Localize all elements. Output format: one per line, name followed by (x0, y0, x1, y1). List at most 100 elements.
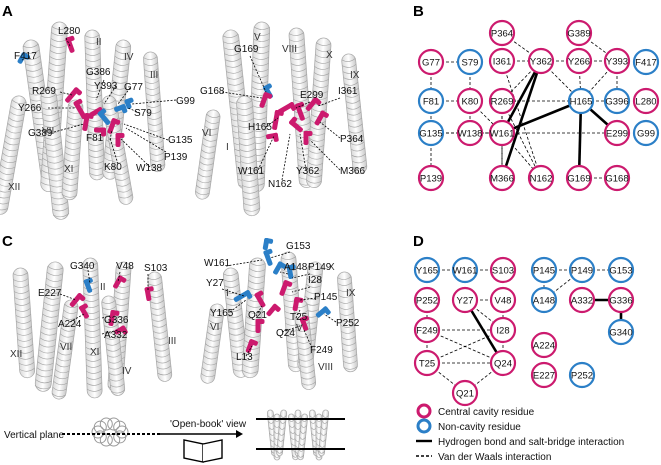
legend-central-label: Central cavity residue (438, 407, 535, 418)
residue-node-a332: A332 (568, 286, 596, 314)
residue-stick (97, 108, 111, 125)
residue-node-e227: E227 (530, 361, 558, 389)
res-label: S103 (144, 263, 168, 274)
helix-ring (99, 417, 113, 431)
res-label: P252 (336, 318, 360, 329)
helix-cartoon (341, 53, 368, 174)
node-label: M366 (490, 173, 514, 184)
label-leader (101, 329, 119, 335)
label-leader (101, 315, 111, 319)
panel-c-left-structure (12, 257, 173, 400)
res-label: L280 (58, 26, 81, 37)
label-leader (87, 269, 91, 285)
panel-c-right-structure (200, 237, 358, 390)
residue-node-g168: G168 (603, 164, 631, 192)
label-leader (317, 97, 341, 107)
label-leader (299, 133, 307, 171)
label-leader (309, 139, 341, 171)
helix-label: V (254, 32, 261, 43)
res-label: Q24 (276, 328, 295, 339)
open-book-view-label: 'Open-book' view (170, 419, 247, 430)
residue-node-y362: Y362 (527, 47, 555, 75)
central-cavity-swatch (416, 403, 432, 419)
helix-ring (99, 433, 113, 447)
label-leader (291, 273, 311, 279)
hbond-edge (500, 60, 543, 179)
label-leader (281, 325, 301, 333)
helix-ring (107, 417, 121, 431)
res-label: G168 (200, 86, 225, 97)
helix-cartoon (147, 271, 173, 382)
residue-node-a224: A224 (530, 331, 558, 359)
node-label: W161 (453, 265, 478, 276)
node-label: N162 (530, 173, 553, 184)
non-cavity-swatch (416, 418, 432, 434)
residue-node-n162: N162 (527, 164, 555, 192)
node-label: P139 (420, 173, 442, 184)
residue-node-p252: P252 (568, 361, 596, 389)
node-label: G336 (609, 295, 632, 306)
panel-label-c: C (2, 233, 13, 250)
res-label: I28 (308, 275, 322, 286)
node-label: G135 (419, 128, 442, 139)
residue-node-y165: Y165 (413, 256, 441, 284)
res-label: W138 (136, 163, 163, 174)
residue-node-s103: S103 (489, 256, 517, 284)
res-label: P364 (340, 134, 364, 145)
label-leader (291, 286, 311, 293)
node-label: G340 (609, 327, 632, 338)
residue-stick (245, 339, 258, 353)
helix-label: III (168, 336, 176, 347)
res-label: M366 (340, 166, 365, 177)
hbond-edge (500, 60, 543, 134)
node-label: E227 (533, 370, 555, 381)
node-label: Y266 (568, 56, 590, 67)
panel-c-residue-labels: G340 V48 S103 E227 G336 A224 A332 G153 W… (38, 241, 360, 363)
vdw-edge (426, 329, 504, 364)
label-leader (65, 37, 71, 47)
res-label: F249 (310, 345, 333, 356)
label-leader (103, 85, 117, 105)
vdw-edge (501, 100, 542, 179)
helix-label: IX (350, 70, 360, 81)
label-leader (245, 345, 253, 357)
residue-node-l280: L280 (632, 87, 660, 115)
helix-label: XI (64, 164, 73, 175)
legend-vdw-label: Van der Waals interaction (438, 452, 551, 463)
helix-label: I (226, 288, 229, 299)
label-leader (131, 99, 177, 105)
residue-node-y266: Y266 (565, 47, 593, 75)
label-leader (221, 288, 245, 297)
panel-label-d: D (413, 233, 424, 250)
residue-stick (115, 133, 125, 147)
label-leader (255, 305, 263, 317)
residue-stick (272, 110, 284, 130)
node-label: Q21 (456, 388, 474, 399)
helix-cartoon (276, 409, 288, 457)
helix-cartoon (82, 257, 103, 399)
panel-a-right-structure (195, 21, 368, 217)
helix-cartoon (200, 303, 225, 384)
res-label: P145 (314, 292, 338, 303)
helix-cartoon (318, 409, 330, 457)
helix-cartoon (12, 267, 36, 379)
residue-node-p364: P364 (488, 19, 516, 47)
res-label: Q21 (248, 310, 267, 321)
res-label: L13 (236, 352, 253, 363)
label-leader (295, 309, 301, 319)
label-leader (279, 271, 289, 275)
legend-hbond-label: Hydrogen bond and salt-bridge interactio… (438, 437, 624, 448)
residue-node-p149: P149 (568, 256, 596, 284)
residue-node-y27: Y27 (451, 286, 479, 314)
node-label: Y362 (530, 56, 552, 67)
residue-node-g77: G77 (417, 48, 445, 76)
res-label: P149 (308, 262, 332, 273)
helix-cartoon (51, 299, 79, 400)
res-label: R269 (32, 86, 56, 97)
node-label: I28 (496, 325, 509, 336)
res-label: Y27 (206, 278, 224, 289)
helix-label: III (150, 70, 158, 81)
helix-cartoon (222, 267, 249, 378)
panel-a-helix-labels: II IV III VII XII XI V VIII X IX VI I (8, 32, 360, 193)
